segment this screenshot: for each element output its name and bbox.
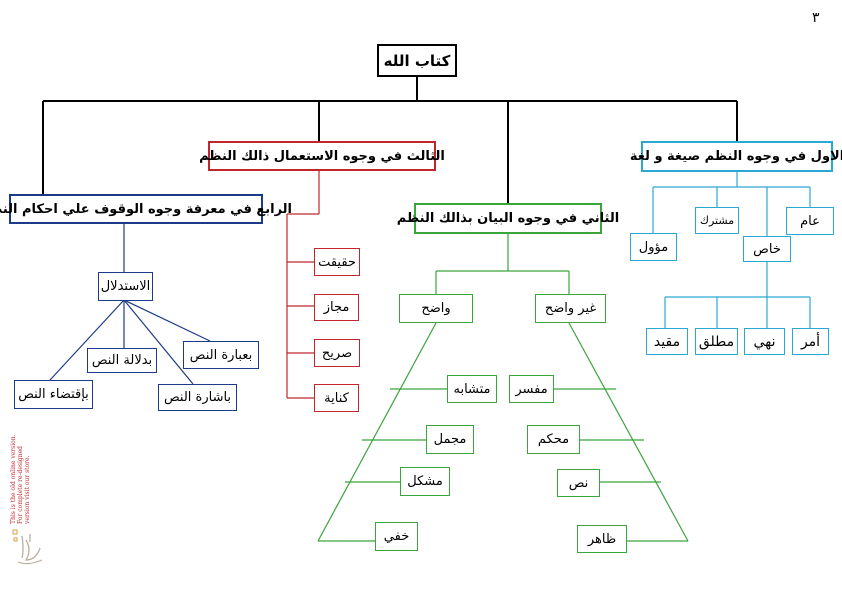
- node-muawwal: مؤول: [630, 233, 677, 261]
- node-khas: خاص: [743, 236, 791, 262]
- node-mutashabih: متشابه: [447, 375, 497, 403]
- node-mutlaq: مطلق: [695, 328, 738, 355]
- node-aam: عام: [786, 207, 834, 235]
- branch2-title: الثاني في وجوه البيان بذالك النظم: [397, 203, 619, 234]
- node-mufassar: مفسر: [509, 375, 554, 403]
- node-ghair-wadih: غير واضح: [535, 294, 606, 323]
- publisher-logo-icon: [12, 529, 43, 565]
- node-nass: نص: [557, 469, 600, 497]
- online-version-notice: This is the old online version. For comp…: [10, 428, 54, 524]
- node-dalalat-nass: بدلالة النص: [87, 348, 157, 373]
- branch2-connectors: [317, 233, 689, 542]
- root-node: كتاب الله: [377, 44, 457, 77]
- notice-text: This is the old online version. For comp…: [10, 434, 31, 524]
- node-haqiqat: حقيقت: [314, 248, 360, 276]
- node-sarih: صريح: [314, 339, 360, 367]
- branch4-title: الرابع في معرفة وجوه الوقوف علي احكام ال…: [0, 194, 292, 224]
- page-number: ٣: [812, 10, 820, 26]
- node-mushtarak: مشترك: [695, 207, 739, 234]
- branch3-connectors: [286, 170, 320, 399]
- node-isharat-nass: باشارة النص: [158, 384, 237, 411]
- root-connectors: [42, 76, 738, 203]
- branch1-title: الاول في وجوه النظم صيغة و لغة: [630, 141, 842, 172]
- node-iqtida-nass: بإقتضاء النص: [14, 380, 93, 409]
- node-nahy: نهي: [744, 328, 785, 355]
- node-khafi: خفي: [375, 522, 418, 551]
- node-mushkil: مشكل: [400, 467, 450, 496]
- branch3-title: الثالث في وجوه الاستعمال ذالك النظم: [199, 141, 445, 171]
- node-kinayah: كناية: [314, 384, 359, 412]
- branch1-connectors: [652, 171, 811, 328]
- node-wadih: واضح: [399, 294, 473, 323]
- node-amr: أمر: [792, 328, 829, 355]
- node-ibarat-nass: بعبارة النص: [183, 341, 259, 369]
- node-muqayyad: مقيد: [646, 328, 688, 355]
- node-istidlal: الاستدلال: [98, 272, 153, 301]
- node-majaz: مجاز: [314, 294, 359, 321]
- node-mujmal: مجمل: [426, 425, 474, 454]
- node-zahir: ظاهر: [577, 525, 627, 553]
- node-muhkam: محكم: [527, 425, 580, 454]
- branch4-connectors: [49, 224, 211, 385]
